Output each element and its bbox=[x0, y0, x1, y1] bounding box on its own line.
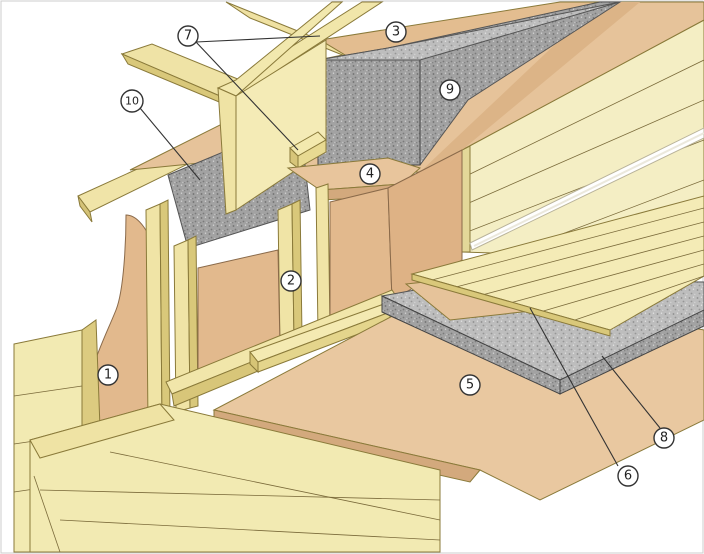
callout-3: 3 bbox=[385, 21, 407, 43]
callout-9-label: 9 bbox=[446, 83, 454, 98]
callout-2: 2 bbox=[280, 270, 302, 292]
callout-8-label: 8 bbox=[660, 431, 668, 446]
callout-6: 6 bbox=[617, 465, 639, 487]
inner-panel bbox=[197, 149, 463, 373]
callout-1: 1 bbox=[97, 364, 119, 386]
block-7 bbox=[289, 131, 327, 169]
callout-2-label: 2 bbox=[287, 274, 295, 289]
callout-9: 9 bbox=[439, 79, 461, 101]
callout-8: 8 bbox=[653, 427, 675, 449]
callout-1-label: 1 bbox=[104, 368, 112, 383]
log-wall-front bbox=[13, 319, 441, 553]
callout-10-label: 10 bbox=[125, 95, 139, 108]
callout-3-label: 3 bbox=[392, 25, 400, 40]
callout-5-label: 5 bbox=[466, 378, 474, 393]
callout-4: 4 bbox=[359, 163, 381, 185]
callout-7: 7 bbox=[177, 25, 199, 47]
baseboard-rail bbox=[469, 127, 704, 251]
vertical-board-7 bbox=[216, 1, 344, 215]
callout-4-label: 4 bbox=[366, 167, 374, 182]
plate-beams bbox=[165, 289, 401, 407]
callout-5: 5 bbox=[459, 374, 481, 396]
floorboards bbox=[410, 195, 704, 337]
leader-lines bbox=[139, 35, 661, 467]
callout-7-label: 7 bbox=[184, 29, 192, 44]
callout-10: 10 bbox=[120, 89, 144, 113]
callout-6-label: 6 bbox=[624, 469, 632, 484]
